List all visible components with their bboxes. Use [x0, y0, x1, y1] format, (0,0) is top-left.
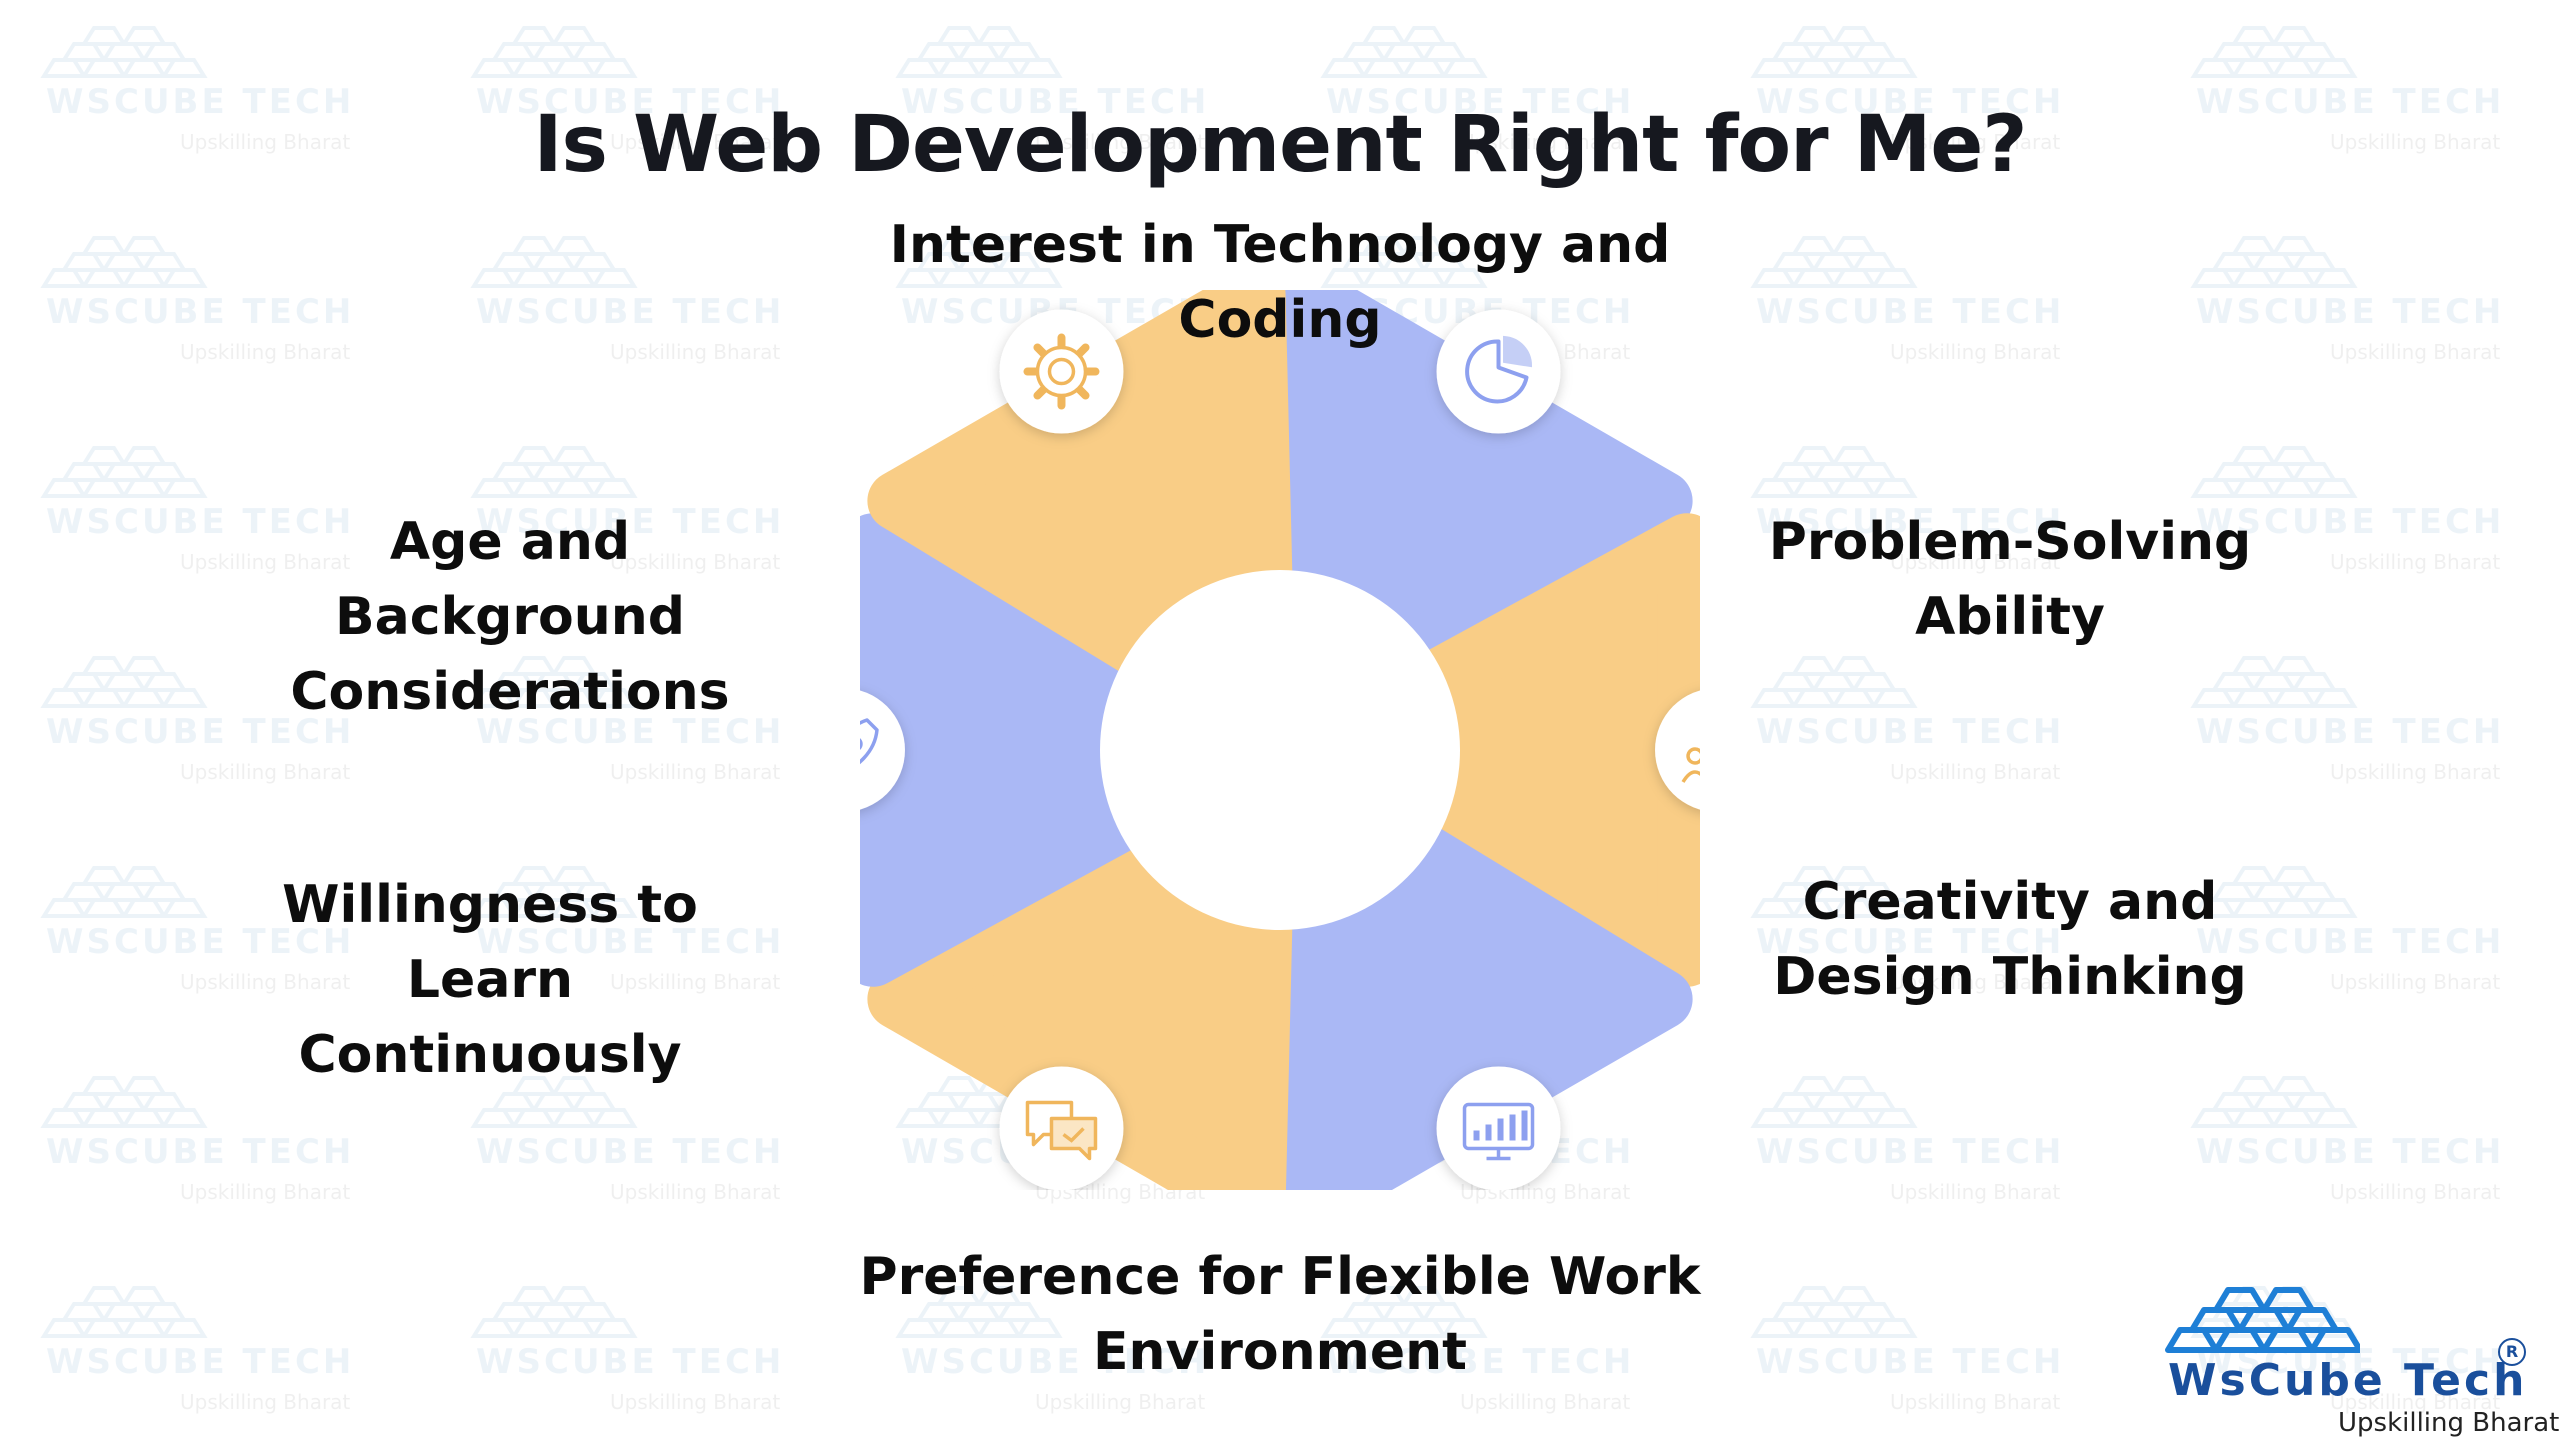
team-check-icon [1655, 690, 1700, 810]
factor-interest-in-technology: Interest in Technology and Coding [889, 215, 1671, 350]
pie-chart-icon [1436, 309, 1561, 434]
factor-line: Ability [1915, 587, 2105, 647]
factor-age-and-background: Age and Background Considerations [220, 505, 800, 730]
factor-line: Problem-Solving [1768, 512, 2252, 572]
factor-flexible-work-environment: Preference for Flexible Work Environment [859, 1247, 1701, 1382]
factor-creativity-and-design: Creativity and Design Thinking [1720, 865, 2300, 1015]
factor-line: Design Thinking [1773, 947, 2247, 1007]
logo-tagline: Upskilling Bharat [2338, 1408, 2560, 1438]
factor-willingness-to-learn: Willingness to Learn Continuously [200, 868, 780, 1093]
factor-line: Considerations [290, 662, 730, 722]
factor-line: Continuously [298, 1025, 682, 1085]
factor-line: Willingness to Learn [282, 875, 698, 1010]
bar-chart-monitor-icon [1436, 1066, 1561, 1190]
chat-bubbles-icon [999, 1066, 1124, 1190]
rocket-icon [860, 690, 905, 810]
registered-mark: R [2498, 1338, 2526, 1366]
factor-problem-solving: Problem-Solving Ability [1720, 505, 2300, 655]
gear-icon [999, 309, 1124, 434]
wscube-logo: WsCube Tech R Upskilling Bharat [2150, 1278, 2559, 1438]
hexagon-wheel-diagram [860, 290, 1700, 1190]
factor-line: Age and Background [335, 512, 685, 647]
hexagon-logo-mark [2165, 1287, 2360, 1353]
logo-brand: WsCube Tech [2168, 1355, 2528, 1406]
page-title: Is Web Development Right for Me? [533, 100, 2028, 191]
center-hole [1100, 570, 1460, 930]
factor-line: Creativity and [1802, 872, 2218, 932]
